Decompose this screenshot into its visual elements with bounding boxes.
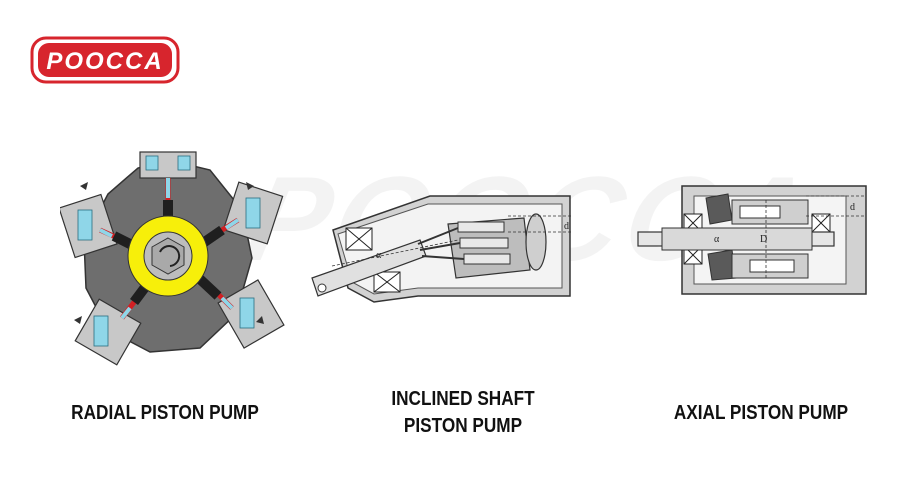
inclined-d-label: d — [564, 221, 569, 232]
inclined-caption-line2: PISTON PUMP — [403, 415, 523, 437]
axial-caption-text: AXIAL PISTON PUMP — [673, 402, 849, 424]
inclined-caption-line1: INCLINED SHAFT — [391, 388, 535, 410]
axial-alpha-label: α — [714, 234, 720, 245]
axial-pump-caption: AXIAL PISTON PUMP — [654, 400, 869, 427]
axial-d-label: d — [850, 202, 855, 213]
inclined-alpha-label: α — [376, 250, 382, 261]
axial-D-label: D — [760, 234, 767, 245]
radial-piston-pump-diagram — [60, 151, 285, 366]
inclined-shaft-pump-diagram: d α — [311, 195, 573, 303]
radial-pump-caption: RADIAL PISTON PUMP — [58, 400, 273, 427]
axial-piston-pump-diagram: d α D — [637, 185, 867, 295]
poocca-logo: POOCCA — [30, 36, 180, 84]
svg-text:POOCCA: POOCCA — [46, 48, 163, 75]
inclined-pump-caption: INCLINED SHAFT PISTON PUMP — [356, 386, 571, 440]
radial-caption-text: RADIAL PISTON PUMP — [71, 402, 259, 424]
